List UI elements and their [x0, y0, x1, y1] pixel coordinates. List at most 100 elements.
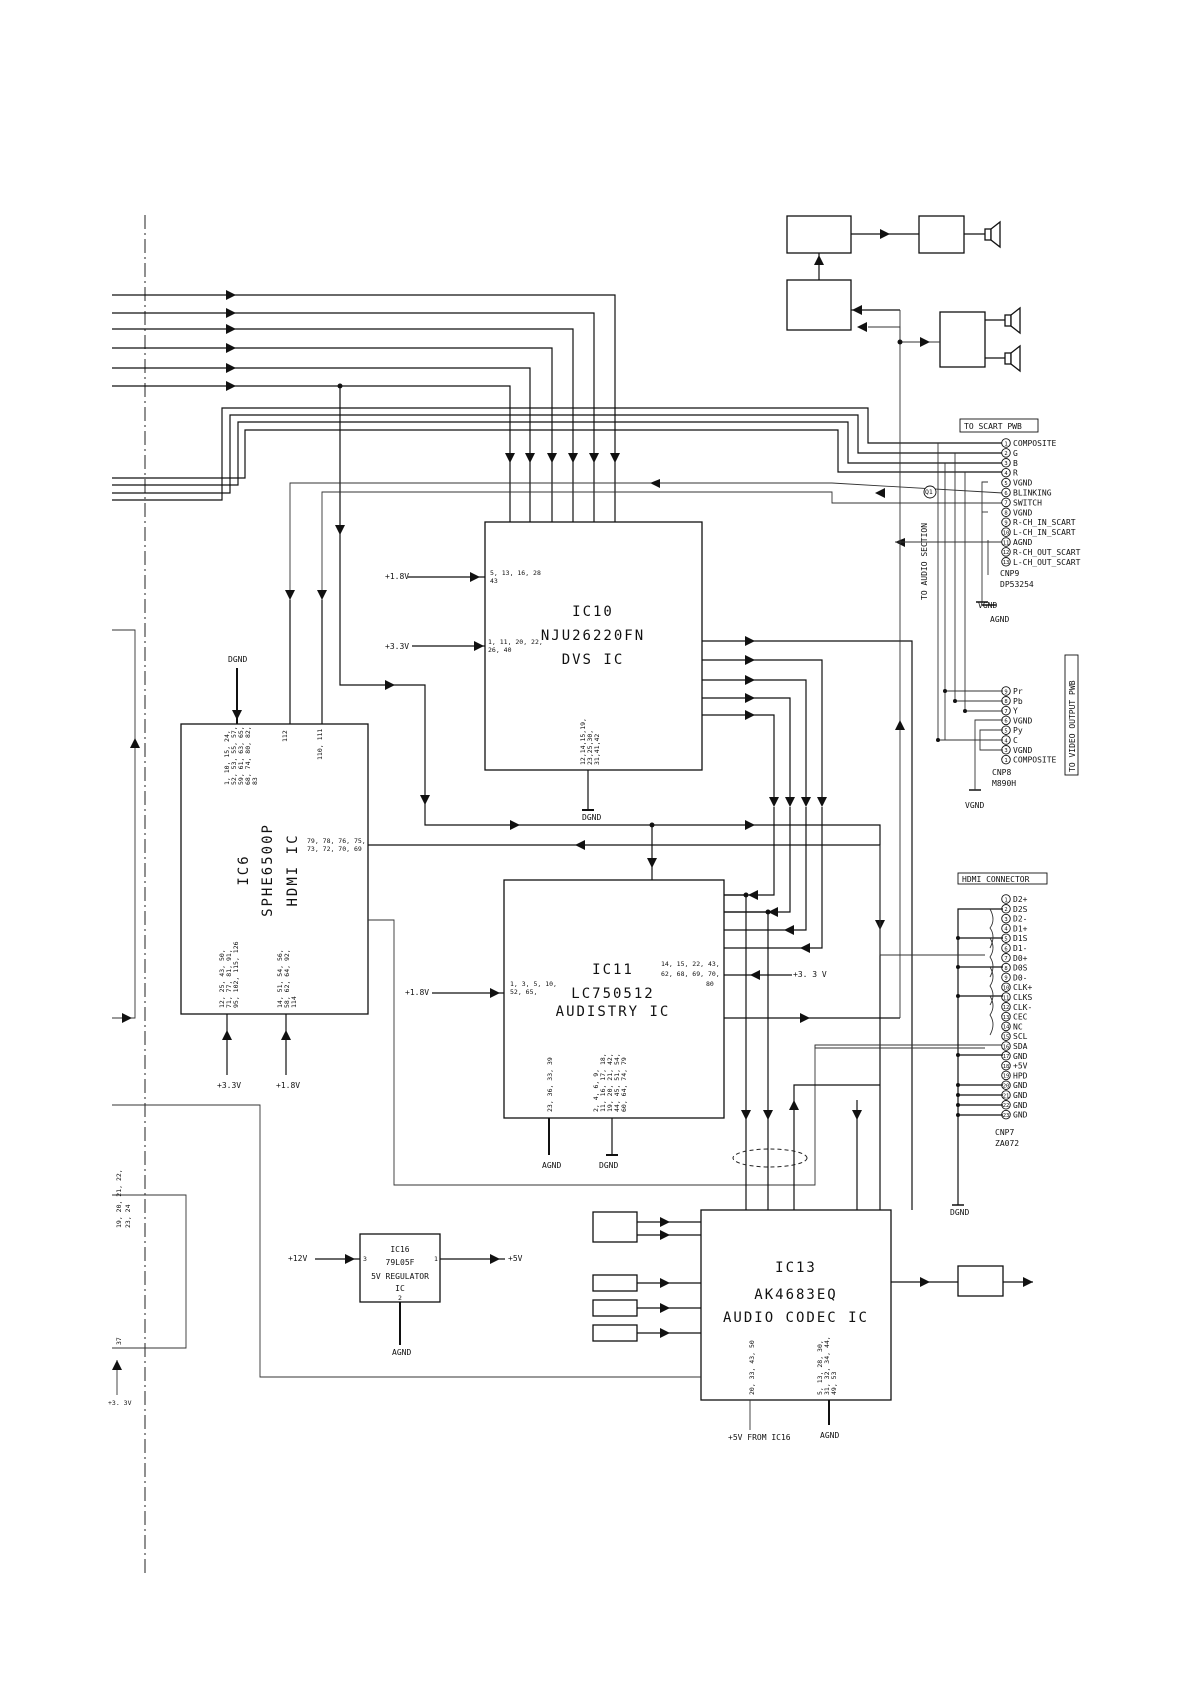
ic10-pwr18-pins-2: 43 [490, 577, 498, 585]
video-vgnd-label: VGND [965, 801, 984, 810]
video-pin-circle [1001, 754, 1011, 765]
ic6-part: SPHE6500P [260, 823, 276, 917]
ic10-gnd-pins: 12,14,15,19, [579, 718, 587, 765]
hdmi-pin-circle [1001, 953, 1011, 963]
hdmi-pin-number: 6 [1004, 946, 1007, 952]
hdmi-pin-circle [1001, 943, 1011, 953]
hdmi-pin-number: 19 [1003, 1074, 1010, 1080]
scart-title: TO SCART PWB [964, 422, 1022, 431]
left-pin-37: 37 [115, 1337, 123, 1345]
video-pin-number: 5 [1004, 729, 1007, 735]
left-pwr33-label: +3. 3V [108, 1399, 132, 1407]
ic13-ref: IC13 [775, 1260, 817, 1276]
hdmi-pin-number: 4 [1004, 927, 1008, 933]
hdmi-pin-number: 21 [1003, 1093, 1010, 1099]
hdmi-pin-circle [1001, 923, 1011, 934]
scart-pin-number: 3 [1004, 461, 1007, 467]
hdmi-pin-label: SCL [1013, 1032, 1028, 1041]
scart-pin-circle [1001, 537, 1011, 547]
ic6-ref: IC6 [236, 854, 252, 885]
ic10-pwr33-pins: 1, 11, 20, 22, [488, 638, 543, 646]
ic11-agnd-label: AGND [542, 1161, 561, 1170]
ic6-bottom-pins-2: 71, 77, 81, 91, [225, 949, 233, 1008]
hdmi-pin-label: HPD [1013, 1071, 1028, 1080]
hdmi-pin-circle [1001, 1011, 1011, 1022]
video-pin-number: 9 [1004, 689, 1007, 695]
video-pin-label: Pr [1013, 687, 1023, 696]
scart-agnd-label: AGND [990, 615, 1009, 624]
scart-pin-number: 2 [1004, 451, 1007, 457]
ic11-right-pins-2: 62, 68, 69, 70, [661, 970, 720, 978]
scart-part-2: DP53254 [1000, 580, 1034, 589]
hdmi-pin-number: 18 [1003, 1064, 1010, 1070]
ic16-part: 79L05F [386, 1258, 415, 1267]
hdmi-pin-number: 5 [1004, 937, 1007, 943]
hdmi-pin-label: D1- [1013, 944, 1027, 953]
hdmi-pin-circle [1001, 894, 1011, 904]
ic16-block: IC16 79L05F 5V REGULATOR IC 3 1 2 +12V +… [288, 1233, 523, 1357]
scart-pin-number: 5 [1004, 481, 1007, 487]
ic6-right-pins-1: 79, 78, 76, 75, [307, 837, 366, 845]
hdmi-pin-label: GND [1013, 1081, 1028, 1090]
hdmi-pin-label: D0- [1013, 973, 1027, 982]
scart-pin-number: 1 [1004, 441, 1007, 447]
ic6-pin-112: 112 [281, 730, 289, 742]
hdmi-pin-label: D2+ [1013, 895, 1028, 904]
hdmi-pin-circle [1001, 1051, 1011, 1061]
ic6-pin-110: 110, 111 [316, 729, 324, 760]
hdmi-pin-label: D2- [1013, 915, 1027, 924]
hdmi-pin-circle [1001, 1031, 1011, 1041]
hdmi-pin-label: +5V [1013, 1062, 1028, 1071]
hdmi-pin-number: 22 [1003, 1103, 1010, 1109]
video-title: TO VIDEO OUTPUT PWB [1068, 680, 1077, 772]
hdmi-pin-label: CLKS [1013, 993, 1032, 1002]
video-pin-number: 1 [1004, 758, 1007, 764]
video-pin-number: 3 [1004, 748, 1007, 754]
hdmi-pin-circle [1001, 1060, 1011, 1071]
hdmi-pin-label: GND [1013, 1111, 1028, 1120]
video-pin-label: Pb [1013, 697, 1023, 706]
video-pin-label: Py [1013, 726, 1023, 735]
ic10-gnd-pins-2: 23,25,30, [586, 730, 594, 765]
ic11-pwr18-label: +1.8V [405, 988, 429, 997]
ic6-pwr33-label: +3.3V [217, 1081, 241, 1090]
ic6-bottom-pins-3: 95, 102, 115, 126 [232, 941, 240, 1008]
hdmi-part-2: ZA072 [995, 1139, 1019, 1148]
ic10-body [484, 521, 703, 771]
hdmi-title: HDMI CONNECTOR [962, 875, 1030, 884]
video-part-2: M890H [992, 779, 1016, 788]
scart-pin-circle [1001, 438, 1011, 448]
video-pin-number: 6 [1004, 719, 1007, 725]
ic10-function: DVS IC [562, 652, 625, 668]
ic11-bottom-pins-2: 2, 4, 6, 9, [592, 1069, 600, 1112]
left-pins-1: 19, 20, 21, 22, [115, 1169, 123, 1228]
ic10-pwr18-label: +1.8V [385, 572, 409, 581]
ic11-to-ic13 [724, 892, 880, 1210]
scart-pin-circle [1001, 507, 1011, 518]
hdmi-pin-label: D1S [1013, 934, 1028, 943]
hdmi-pin-label: CLK- [1013, 1003, 1032, 1012]
hdmi-part: CNP7 [995, 1128, 1014, 1137]
ic10-part: NJU26220FN [541, 628, 645, 644]
video-pin-number: 7 [1004, 709, 1007, 715]
hdmi-pin-label: D0S [1013, 964, 1028, 973]
ic6-top-pins-2: 52, 53, 55, 57, [230, 726, 238, 785]
hdmi-pin-label: CEC [1013, 1013, 1028, 1022]
ic10-pwr18-pins: 5, 13, 16, 28 [490, 569, 541, 577]
hdmi-pin-number: 14 [1003, 1025, 1010, 1031]
ic13-agnd-label: AGND [820, 1431, 839, 1440]
scart-pin-number: 9 [1004, 521, 1007, 527]
hdmi-pin-number: 20 [1003, 1084, 1010, 1090]
scart-pin-circle [1001, 458, 1011, 468]
hdmi-pin-number: 16 [1003, 1044, 1010, 1050]
ic10-block: IC10 NJU26220FN DVS IC 5, 13, 16, 28 43 … [385, 521, 703, 822]
ic16-function: 5V REGULATOR [371, 1272, 429, 1281]
scart-pin-number: 13 [1003, 560, 1010, 566]
hdmi-pin-circle [1001, 1021, 1011, 1032]
scart-pin-circle [1001, 517, 1011, 527]
ic11-dgnd-label: DGND [599, 1161, 618, 1170]
scart-pin-number: 4 [1004, 471, 1008, 477]
ic11-left-pins-2: 52, 65, [510, 988, 537, 996]
scart-pin-label: R [1013, 469, 1018, 478]
